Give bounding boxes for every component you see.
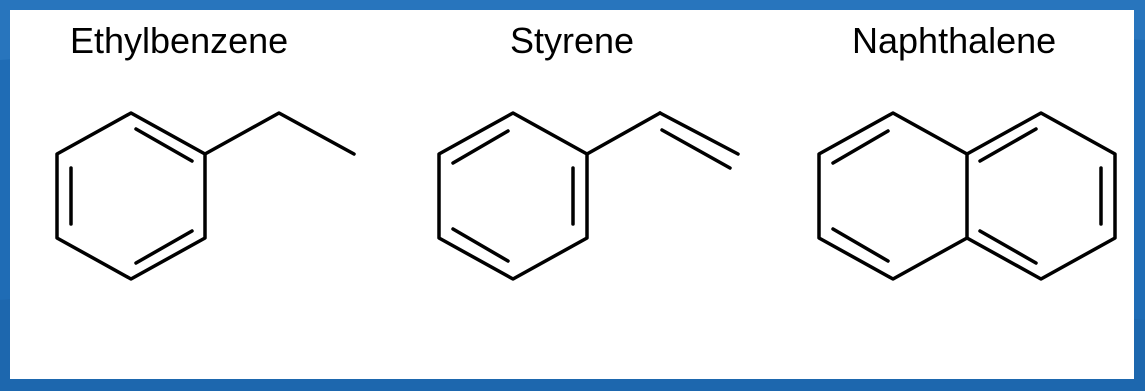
styrene-label: Styrene: [510, 20, 635, 61]
naphthalene-label: Naphthalene: [852, 20, 1057, 61]
ethylbenzene-label: Ethylbenzene: [70, 20, 289, 61]
